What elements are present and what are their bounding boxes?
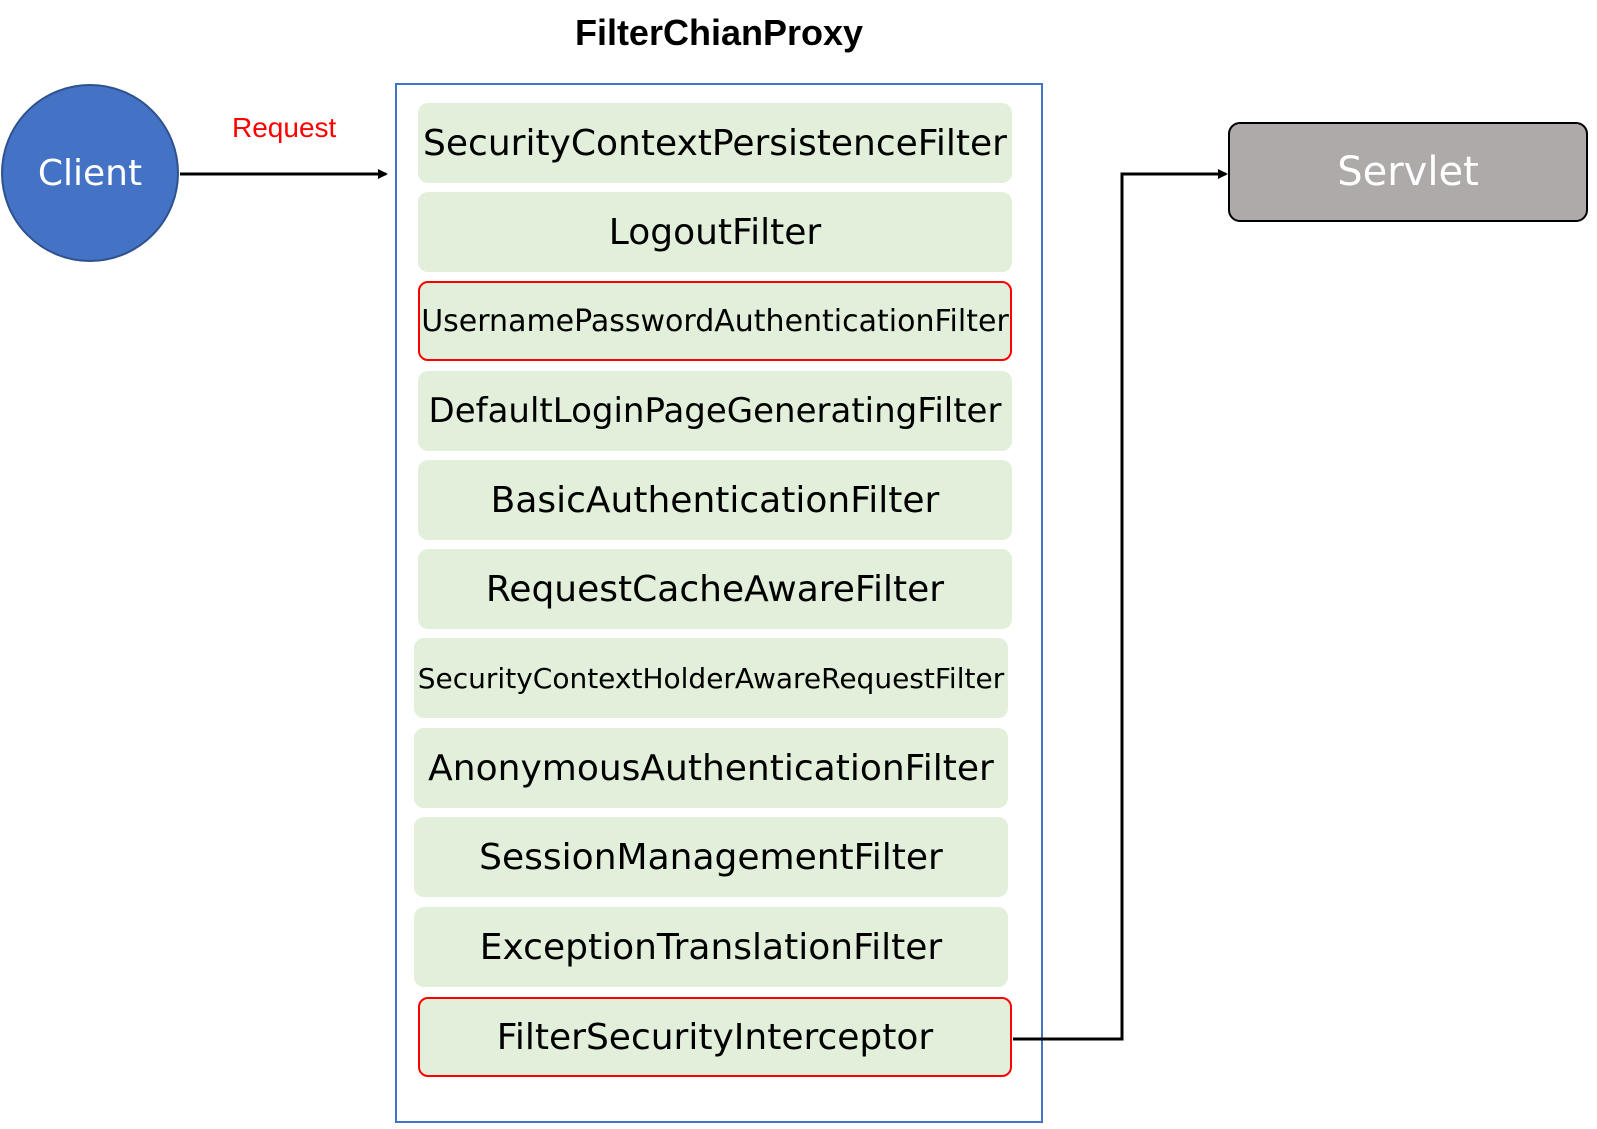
filter-label: SecurityContextHolderAwareRequestFilter (417, 661, 1005, 695)
filter-item: DefaultLoginPageGeneratingFilter (418, 371, 1012, 451)
filter-item: FilterSecurityInterceptor (418, 997, 1012, 1077)
filter-item: SessionManagementFilter (414, 817, 1008, 897)
filter-item: UsernamePasswordAuthenticationFilter (418, 281, 1012, 361)
diagram-title: FilterChianProxy (574, 12, 864, 53)
servlet-node: Servlet (1228, 122, 1588, 222)
filter-label: UsernamePasswordAuthenticationFilter (421, 303, 1009, 339)
client-node: Client (1, 84, 179, 262)
client-label: Client (37, 152, 143, 194)
filter-label: SecurityContextPersistenceFilter (423, 122, 1007, 164)
filter-item: AnonymousAuthenticationFilter (414, 728, 1008, 808)
filter-item: BasicAuthenticationFilter (418, 460, 1012, 540)
filter-label: RequestCacheAwareFilter (485, 568, 945, 610)
filter-item: SecurityContextPersistenceFilter (418, 103, 1012, 183)
filter-label: BasicAuthenticationFilter (490, 479, 940, 521)
servlet-connector-arrow (1013, 169, 1228, 1041)
servlet-label: Servlet (1337, 149, 1479, 195)
filter-label: DefaultLoginPageGeneratingFilter (428, 391, 1002, 431)
filter-label: ExceptionTranslationFilter (479, 926, 943, 968)
filter-label: AnonymousAuthenticationFilter (428, 747, 994, 789)
filter-item: RequestCacheAwareFilter (418, 549, 1012, 629)
filter-item: ExceptionTranslationFilter (414, 907, 1008, 987)
filter-label: SessionManagementFilter (479, 836, 943, 878)
filter-label: FilterSecurityInterceptor (496, 1016, 934, 1058)
filter-item: SecurityContextHolderAwareRequestFilter (414, 638, 1008, 718)
filter-item: LogoutFilter (418, 192, 1012, 272)
request-label: Request (232, 112, 337, 143)
filter-label: LogoutFilter (608, 211, 822, 253)
